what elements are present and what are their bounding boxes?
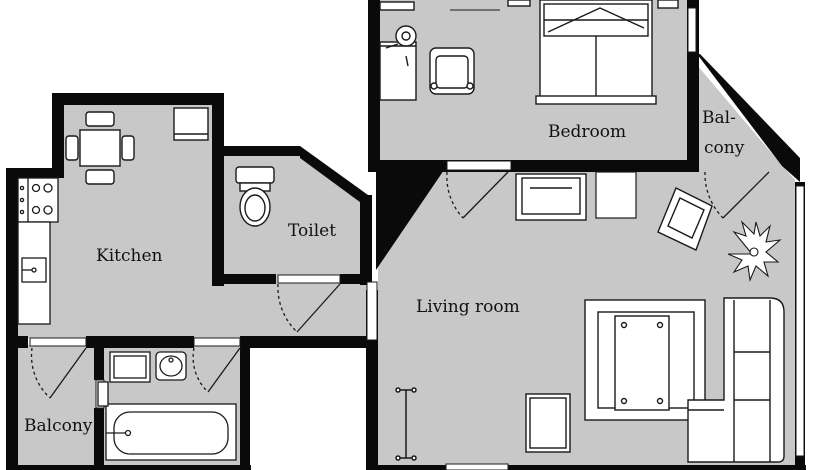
kitchen-wall-top	[52, 93, 224, 105]
lower-wall-a	[6, 336, 28, 348]
bottom-wall-living	[366, 465, 806, 470]
hall-corner-block	[376, 170, 444, 270]
bed-icon	[535, 0, 657, 105]
coffee-table-icon	[614, 315, 670, 411]
living-bottom-door	[445, 463, 509, 470]
door-swings	[30, 171, 770, 399]
door-swing-icon	[30, 347, 87, 399]
toilet-label: Toilet	[288, 221, 336, 241]
toilet-wall-bottom-right	[340, 274, 370, 284]
living-door-top-left	[446, 160, 512, 171]
door-swing-icon	[192, 347, 241, 393]
dining-set-icon	[65, 111, 135, 185]
bottom-wall	[6, 465, 251, 470]
kitchen-cabinet-icon	[173, 107, 209, 141]
balcony-right-label-line2: cony	[704, 138, 745, 158]
toilet-wall-left	[212, 146, 224, 286]
toilet-wall-top	[212, 146, 300, 156]
balcony-right-floor	[697, 65, 780, 163]
kitchen-wall-left	[6, 168, 18, 470]
hall-door-opening	[277, 274, 341, 284]
balcony-right-label-line1: Bal-	[702, 108, 736, 128]
balcony-right-diagonal-wall	[697, 54, 800, 182]
kitchen-wall-left-step	[6, 168, 64, 178]
door-swing-icon	[446, 171, 509, 219]
armchair-icon	[525, 393, 571, 453]
door-swing-icon	[704, 171, 770, 219]
counter-icon	[17, 221, 51, 325]
bath-wall-right	[240, 336, 250, 470]
balcony-door	[29, 337, 87, 347]
desk-icon	[595, 171, 637, 219]
balcony-bath-divider-lower	[94, 408, 104, 470]
floor-lamp-icon	[395, 387, 417, 461]
armchair-icon	[657, 187, 713, 251]
lower-wall-c	[240, 336, 378, 348]
living-left-opening	[366, 281, 378, 341]
bedroom-wall-right	[687, 54, 699, 172]
toilet-wall-diagonal	[300, 146, 368, 208]
tv-stand-icon	[515, 173, 587, 221]
toilet-wall-right	[360, 195, 372, 285]
room-labels: Bedroom Bal- cony Kitchen Toilet Living …	[24, 108, 745, 436]
living-room-label: Living room	[416, 297, 520, 317]
bathtub-icon	[97, 381, 237, 461]
kitchen-wall-right-top	[212, 93, 224, 153]
bedroom-right-window	[687, 7, 697, 53]
armchair-icon	[429, 47, 475, 95]
lower-wall-b	[86, 336, 194, 348]
door-swing-icon	[277, 283, 341, 333]
plant-icon	[727, 220, 782, 283]
bedroom-wall-left	[368, 0, 380, 172]
balcony-left-label: Balcony	[24, 416, 93, 436]
balcony-left-floor	[18, 345, 96, 470]
toilet-icon	[235, 166, 275, 227]
bedroom-label: Bedroom	[548, 122, 626, 142]
sink-icon	[109, 351, 187, 383]
kitchen-wall-left-top	[52, 93, 64, 177]
toilet-wall-bottom	[212, 274, 276, 284]
nightstand-icon	[379, 0, 679, 101]
living-window-right	[795, 185, 805, 457]
kitchen-label: Kitchen	[96, 246, 162, 266]
stove-icon	[17, 177, 59, 223]
bath-door	[193, 337, 241, 347]
sofa-icon	[687, 297, 785, 463]
balcony-bath-divider	[94, 336, 104, 380]
